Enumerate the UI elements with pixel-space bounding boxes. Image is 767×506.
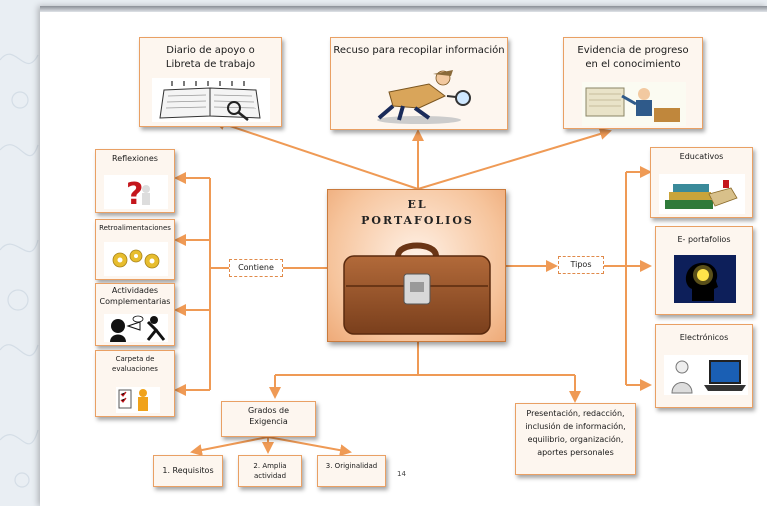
books-icon	[659, 174, 745, 214]
tipos-label: Tipos	[570, 260, 592, 269]
box-eportafolios-label: E- portafolios	[677, 235, 731, 244]
center-title-line1: EL	[407, 198, 428, 211]
box-presentacion: Presentación, redacción, inclusión de in…	[515, 403, 636, 475]
box-diario: Diario de apoyo o Libreta de trabajo	[139, 37, 282, 127]
box-originalidad-label: 3. Originalidad	[325, 462, 378, 470]
box-reflexiones-label: Reflexiones	[112, 154, 158, 163]
laptop-user-icon	[664, 355, 748, 395]
connector-tipos: Tipos	[558, 256, 604, 274]
people-talking-icon	[104, 314, 168, 342]
box-requisitos-label: 1. Requisitos	[162, 466, 214, 475]
slide-top-bar	[40, 6, 767, 12]
box-carpeta: Carpeta de evaluaciones	[95, 350, 175, 417]
box-presentacion-label: Presentación, redacción, inclusión de in…	[525, 409, 626, 457]
box-evidencia-label: Evidencia de progreso en el conocimiento	[577, 45, 689, 70]
arrow-to-diario	[213, 118, 419, 190]
checklist-person-icon	[116, 387, 160, 413]
svg-text:?: ?	[126, 177, 143, 209]
question-mark-icon: ?	[104, 175, 168, 209]
teacher-icon	[582, 82, 686, 126]
notebook-icon	[152, 78, 270, 122]
box-amplia-label: 2. Amplia actividad	[253, 462, 287, 480]
box-recurso: Recuso para recopilar información	[330, 37, 508, 130]
box-originalidad: 3. Originalidad	[317, 455, 386, 487]
contiene-label: Contiene	[238, 263, 274, 272]
box-eportafolios: E- portafolios	[655, 226, 753, 315]
arrow-to-evidencia	[417, 128, 612, 190]
box-actividades: Actividades Complementarias	[95, 283, 175, 346]
center-portafolios: EL PORTAFOLIOS	[327, 189, 506, 342]
box-evidencia: Evidencia de progreso en el conocimiento	[563, 37, 703, 129]
box-educativos: Educativos	[650, 147, 753, 218]
box-electronicos: Electrónicos	[655, 324, 753, 408]
connector-contiene: Contiene	[229, 259, 283, 277]
box-recurso-label: Recuso para recopilar información	[333, 45, 505, 56]
box-grados-label: Grados de Exigencia	[247, 406, 290, 426]
center-title-line2: PORTAFOLIOS	[361, 214, 474, 227]
box-requisitos: 1. Requisitos	[153, 455, 223, 487]
detective-icon	[377, 70, 471, 124]
box-grados: Grados de Exigencia	[221, 401, 316, 437]
page-number: 14	[397, 470, 406, 478]
arrow-requisitos	[190, 436, 269, 456]
box-electronicos-label: Electrónicos	[679, 333, 729, 342]
head-lightbulb-icon	[674, 255, 736, 303]
box-carpeta-label: Carpeta de evaluaciones	[112, 355, 158, 373]
box-amplia: 2. Amplia actividad	[238, 455, 302, 487]
briefcase-icon	[343, 242, 491, 335]
gears-icon	[104, 242, 168, 276]
arrow-originalidad	[267, 436, 352, 457]
box-diario-label: Diario de apoyo o Libreta de trabajo	[165, 45, 256, 70]
box-actividades-label: Actividades Complementarias	[99, 286, 171, 306]
box-educativos-label: Educativos	[679, 152, 724, 161]
box-retro-label: Retroalimentaciones	[99, 224, 171, 232]
box-reflexiones: Reflexiones ?	[95, 149, 175, 213]
box-retroalimentaciones: Retroalimentaciones	[95, 219, 175, 280]
